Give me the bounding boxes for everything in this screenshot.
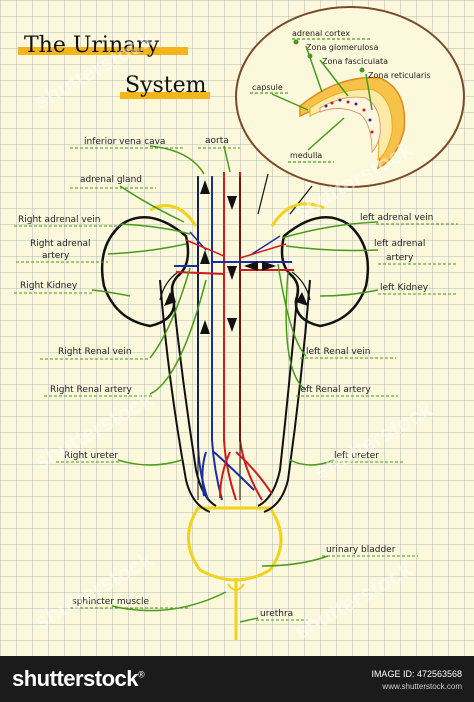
- inset-label-medulla: medulla: [290, 151, 322, 160]
- label-sphincter-muscle: sphincter muscle: [72, 597, 149, 607]
- left-ureter-shape: [263, 279, 311, 513]
- title-highlight-1: [18, 47, 188, 55]
- label-right-adrenal-vein: Right adrenal vein: [18, 215, 100, 225]
- shutterstock-logo: shutterstock®: [12, 666, 145, 691]
- label-left-adrenal-vein: left adrenal vein: [360, 213, 433, 223]
- site-url: www.shutterstock.com: [382, 682, 462, 691]
- label-left-renal-vein: left Renal vein: [306, 347, 370, 357]
- inset-label-zona-glomerulosa: Zona glomerulosa: [306, 43, 378, 52]
- inferior-vena-cava-shape: [197, 176, 223, 501]
- leader-lines: [91, 145, 379, 623]
- left-kidney-shape: [280, 216, 370, 328]
- title-line-2: System: [125, 73, 207, 98]
- aorta-shape: [223, 172, 263, 501]
- label-left-ureter: left ureter: [334, 451, 379, 461]
- title-highlight-2: [120, 92, 210, 99]
- image-id: IMAGE ID: 472563568: [371, 669, 462, 679]
- title: The Urinary System: [18, 33, 210, 99]
- labels: inferior vena cava aorta adrenal gland R…: [14, 136, 458, 621]
- flow-arrows: [164, 180, 308, 334]
- urinary-bladder: [187, 506, 283, 640]
- label-inferior-vena-cava: inferior vena cava: [84, 137, 165, 147]
- label-right-adrenal-artery-1: Right adrenal: [30, 239, 91, 249]
- label-adrenal-gland: adrenal gland: [80, 175, 142, 185]
- label-right-renal-artery: Right Renal artery: [50, 385, 133, 395]
- right-ureter-shape: [159, 279, 211, 513]
- inset-label-capsule: capsule: [252, 83, 283, 92]
- sphincter-shape: [227, 583, 245, 591]
- title-line-1: The Urinary: [24, 33, 160, 58]
- label-right-kidney: Right Kidney: [20, 281, 78, 291]
- watermark-3: shutterstock: [30, 386, 158, 474]
- footer-bar: shutterstock® IMAGE ID: 472563568 www.sh…: [0, 656, 474, 702]
- label-left-adrenal-artery-1: left adrenal: [374, 239, 425, 249]
- watermark-4: shutterstock: [310, 396, 438, 484]
- label-right-renal-vein: Right Renal vein: [58, 347, 132, 357]
- label-urinary-bladder: urinary bladder: [326, 545, 396, 555]
- inset-label-zona-fasciculata: Zona fasciculata: [322, 57, 388, 66]
- inset-label-zona-reticularis: Zona reticularis: [368, 71, 431, 80]
- adrenal-inset: adrenal cortex Zona glomerulosa Zona fas…: [235, 6, 465, 215]
- label-left-renal-artery: left Renal artery: [298, 385, 371, 395]
- label-aorta: aorta: [205, 136, 229, 146]
- watermark-5: shutterstock: [30, 546, 158, 634]
- watermark-6: shutterstock: [290, 556, 418, 644]
- label-left-adrenal-artery-2: artery: [386, 253, 414, 263]
- right-adrenal-gland-shape: [149, 204, 198, 227]
- label-right-adrenal-artery-2: artery: [42, 251, 70, 261]
- label-left-kidney: left Kidney: [380, 283, 429, 293]
- label-right-ureter: Right ureter: [64, 451, 118, 461]
- urinary-system-diagram: The Urinary System adrenal cortex Zona g…: [14, 6, 465, 644]
- left-adrenal-gland-shape: [270, 202, 325, 227]
- iliac-vessels: [201, 451, 273, 499]
- renal-vessels: [174, 231, 294, 275]
- label-urethra: urethra: [260, 609, 293, 619]
- inset-label-adrenal-cortex: adrenal cortex: [292, 29, 350, 38]
- diagram-canvas: The Urinary System adrenal cortex Zona g…: [0, 0, 474, 656]
- inset-leaders: [271, 45, 373, 151]
